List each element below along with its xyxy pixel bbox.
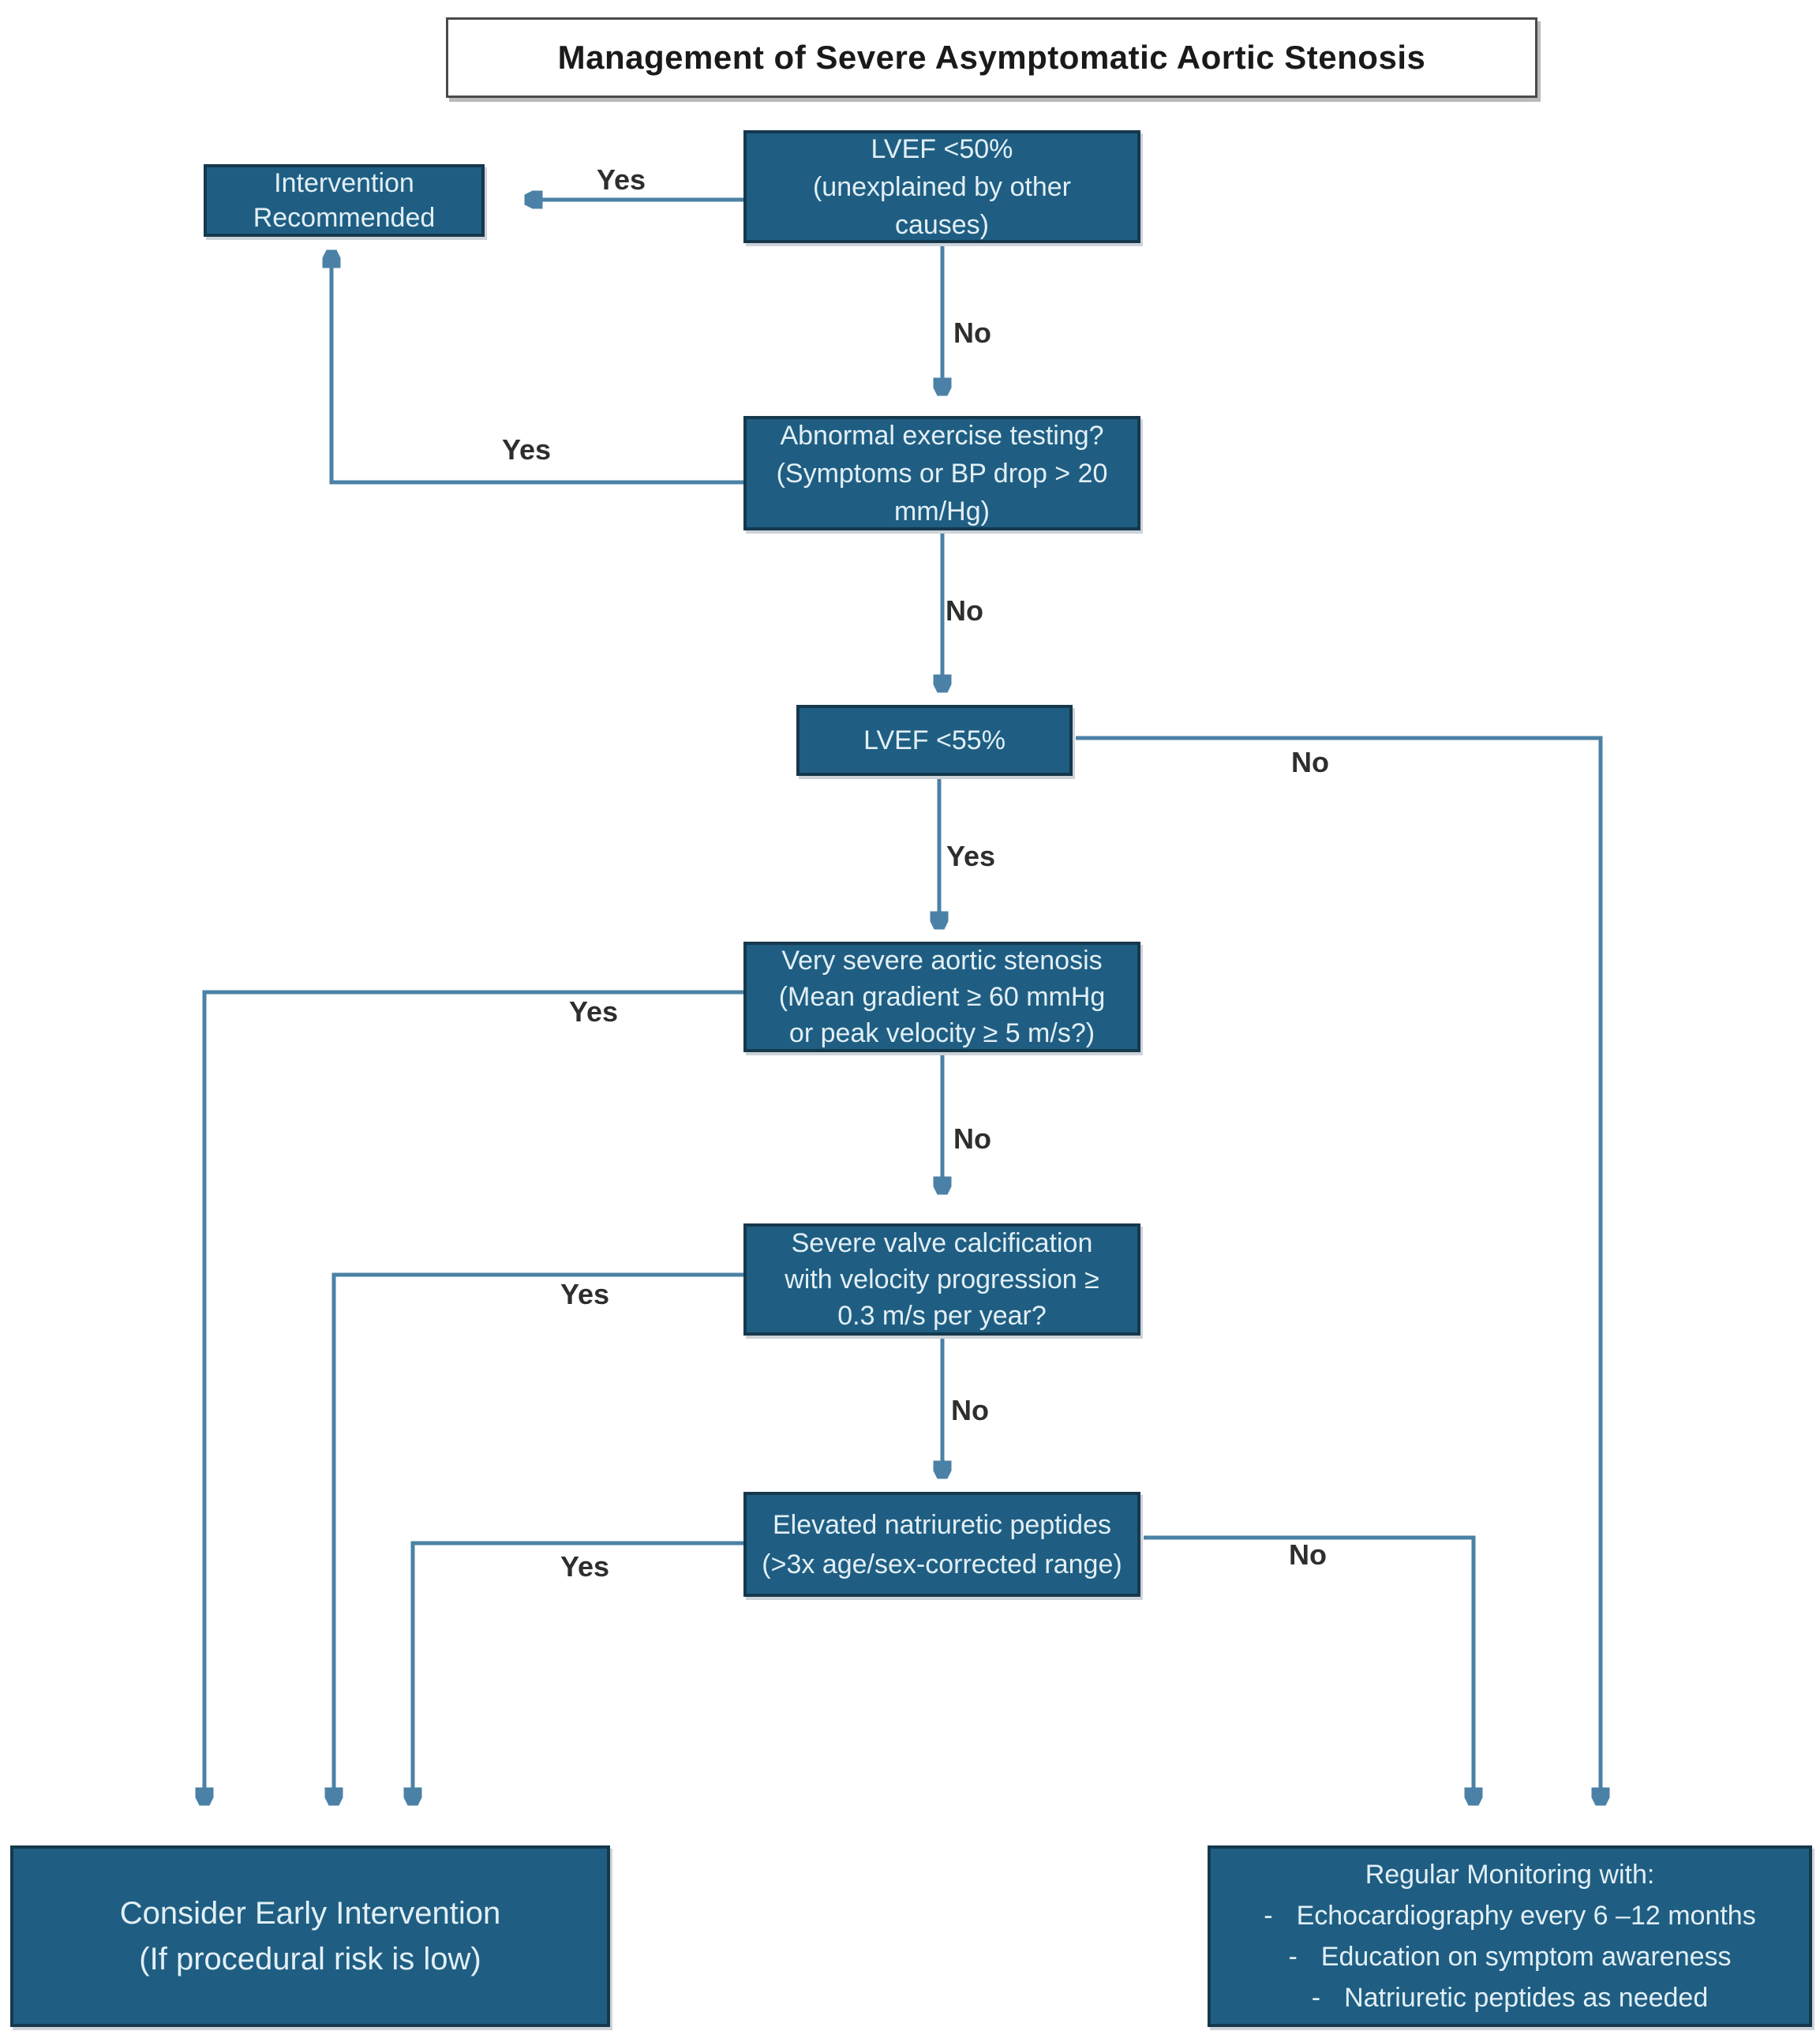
- node-abnormal-exercise: Abnormal exercise testing? (Symptoms or …: [743, 416, 1140, 530]
- monitoring-item: - Education on symptom awareness: [1219, 1936, 1801, 1977]
- monitoring-item-text: Natriuretic peptides as needed: [1344, 1983, 1709, 2013]
- edge-lvef55-no-line: [1076, 736, 1601, 1803]
- node-valve-calcification: Severe valve calcification with velocity…: [743, 1223, 1140, 1336]
- monitoring-item-text: Education on symptom awareness: [1320, 1942, 1732, 1972]
- edge-label-calcification-no: No: [951, 1394, 989, 1426]
- edge-label-very-severe-no: No: [953, 1122, 991, 1155]
- edge-label-exercise-no: No: [946, 594, 983, 627]
- edge-peptides-no-line: [1144, 1535, 1474, 1803]
- edge-very-severe-yes-line: [204, 990, 743, 1803]
- edge-label-very-severe-yes: Yes: [568, 995, 619, 1028]
- bullet-dash: -: [1288, 1942, 1298, 1972]
- edge-label-lvef50-no: No: [953, 317, 991, 349]
- monitoring-item-text: Echocardiography every 6 –12 months: [1296, 1901, 1756, 1931]
- edge-label-lvef50-yes: Yes: [596, 163, 646, 196]
- page-title: Management of Severe Asymptomatic Aortic…: [446, 17, 1537, 98]
- edge-calcification-yes-line: [334, 1272, 743, 1803]
- edge-label-lvef55-no: No: [1291, 746, 1329, 778]
- edge-label-peptides-yes: Yes: [560, 1550, 610, 1583]
- bullet-dash: -: [1264, 1901, 1273, 1931]
- bullet-dash: -: [1311, 1983, 1321, 2013]
- node-regular-monitoring: Regular Monitoring with: - Echocardiogra…: [1208, 1845, 1812, 2027]
- edge-exercise-yes-line: [331, 253, 743, 485]
- node-lvef55: LVEF <55%: [796, 705, 1073, 776]
- node-natriuretic-peptides: Elevated natriuretic peptides (>3x age/s…: [743, 1492, 1140, 1597]
- edge-label-peptides-no: No: [1289, 1538, 1327, 1571]
- node-early-intervention: Consider Early Intervention (If procedur…: [10, 1845, 610, 2027]
- monitoring-item: - Natriuretic peptides as needed: [1219, 1977, 1801, 2018]
- node-lvef50: LVEF <50% (unexplained by other causes): [743, 130, 1140, 243]
- edge-label-exercise-yes: Yes: [501, 433, 552, 466]
- edge-label-lvef55-yes: Yes: [946, 840, 996, 872]
- node-intervention-recommended: Intervention Recommended: [204, 164, 485, 237]
- monitoring-title: Regular Monitoring with:: [1365, 1860, 1655, 1890]
- edge-label-calcification-yes: Yes: [560, 1278, 610, 1310]
- monitoring-item: - Echocardiography every 6 –12 months: [1219, 1895, 1801, 1936]
- edge-peptides-yes-line: [413, 1541, 743, 1803]
- node-very-severe-stenosis: Very severe aortic stenosis (Mean gradie…: [743, 942, 1140, 1052]
